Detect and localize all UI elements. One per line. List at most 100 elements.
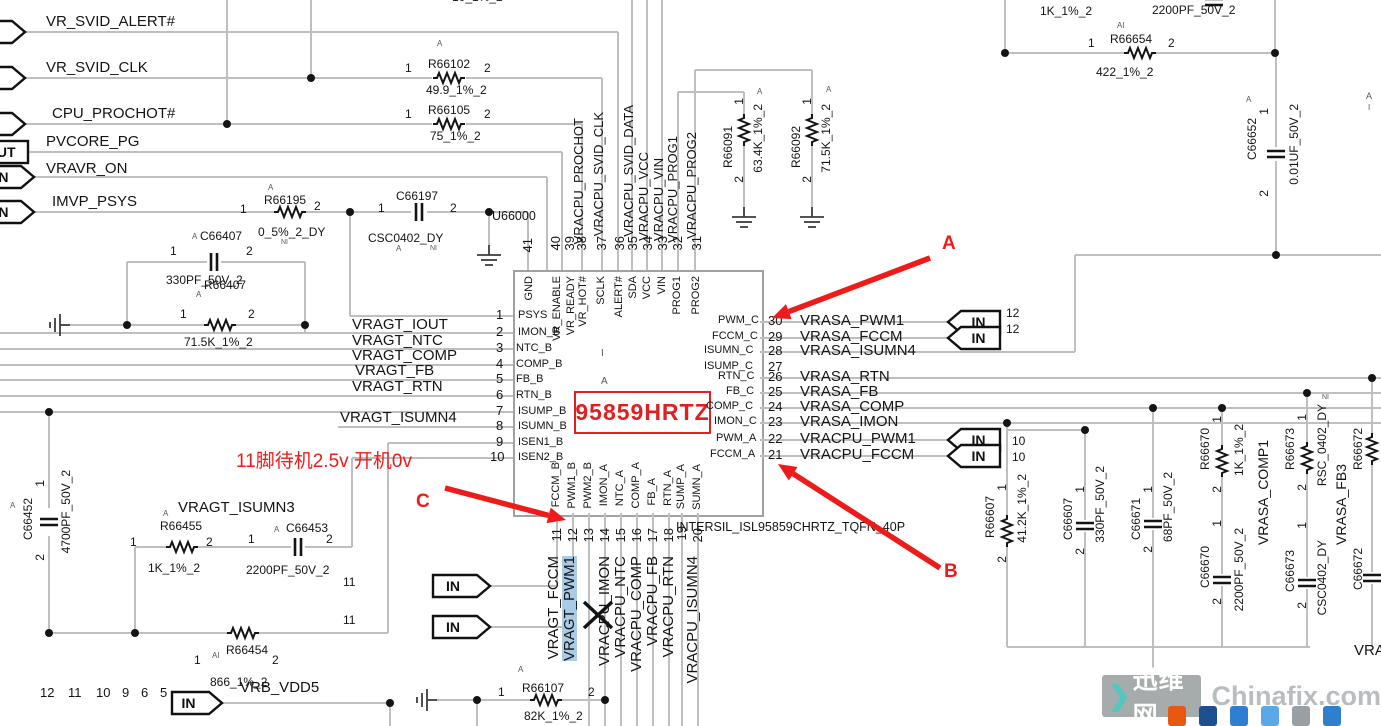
wire (646, 0, 648, 270)
schematic-label: VRASA_IMON (800, 413, 899, 430)
schematic-label: R66407 (204, 278, 247, 292)
schematic-label: 30 (768, 313, 783, 328)
junction-dot (1368, 374, 1376, 382)
wire (760, 455, 948, 457)
wire (70, 324, 205, 326)
schematic-label: VRASA_PWM1 (800, 312, 905, 329)
port-label: IN (971, 448, 986, 464)
wire (488, 215, 490, 245)
schematic-label: 17 (645, 528, 660, 543)
schematic-label: IMON_A (598, 464, 610, 507)
schematic-label: 2 (314, 199, 321, 213)
wire (1306, 589, 1308, 647)
watermark: ❯ 迅维网 Chinafix.com (1102, 666, 1381, 726)
resistor-symbol (1299, 442, 1315, 474)
schematic-label: 2 (1168, 36, 1175, 50)
wire (620, 513, 622, 726)
wire (681, 513, 683, 726)
schematic-label: RTN_C (718, 370, 755, 382)
schematic-label: 40 (548, 236, 563, 251)
schematic-label: VCC (641, 276, 653, 300)
schematic-label: VRAGT_FCCM (545, 556, 562, 660)
wire (1371, 463, 1373, 572)
social-icon (1230, 706, 1248, 726)
wire (760, 321, 948, 323)
resistor-symbol (433, 116, 465, 132)
schematic-label: 2200PF_50V_2 (1152, 3, 1236, 17)
schematic-label: R66455 (160, 519, 203, 533)
schematic-label: VR_READY (565, 276, 577, 336)
wire (1152, 408, 1154, 518)
schematic-label: CSC0402_DY (368, 231, 444, 245)
schematic-label: 2 (1210, 486, 1224, 493)
junction-dot (131, 629, 139, 637)
schematic-label: 2 (272, 653, 279, 667)
wire (352, 457, 513, 459)
schematic-label: VRACPU_PWM1 (800, 430, 916, 447)
schematic-label: C66407 (200, 229, 243, 243)
wire (678, 91, 744, 93)
schematic-label: SCLK (595, 276, 607, 305)
junction-dot (1003, 419, 1011, 427)
schematic-label: 6 (141, 685, 149, 700)
schematic-label: VRAGT_IOUT (352, 316, 448, 333)
chip-part-number: 95859HRTZ (575, 399, 710, 425)
wire (1275, 53, 1277, 147)
wire (652, 513, 654, 726)
social-icon (1323, 706, 1341, 726)
wire (349, 212, 351, 316)
schematic-label: VRACPU_RTN (660, 556, 677, 658)
schematic-label: A (163, 509, 169, 518)
wire (811, 70, 813, 115)
wire (387, 443, 389, 633)
resistor-symbol (1124, 45, 1156, 61)
schematic-label: 2 (33, 554, 47, 561)
schematic-label: 2 (1141, 546, 1155, 553)
resistor-symbol (999, 515, 1015, 547)
schematic-label: VRACPU_VCC (636, 152, 651, 241)
resistor-symbol (433, 70, 465, 86)
schematic-label: 1 (1141, 486, 1155, 493)
schematic-label: 19 (674, 526, 689, 541)
wire (1004, 0, 1006, 53)
schematic-label: FCCM_C (712, 330, 758, 342)
wire (1274, 0, 1276, 53)
wire (811, 145, 813, 207)
schematic-label: C66670 (1198, 546, 1212, 589)
wire (0, 395, 513, 397)
wire (694, 70, 696, 270)
wire (1084, 430, 1086, 520)
schematic-label: 2 (326, 532, 333, 546)
schematic-label: 23 (768, 414, 783, 429)
schematic-label: VRASA_COMP1 (1255, 440, 1271, 546)
schematic-label: VRACPU_ISUMN4 (684, 556, 701, 684)
schematic-label: FB_C (726, 385, 755, 397)
resistor-symbol (204, 317, 236, 333)
wire (661, 0, 663, 270)
wire (1306, 393, 1308, 444)
schematic-label: VR_ENABLE (551, 276, 563, 341)
schematic-label: 12 (40, 685, 55, 700)
wire (1006, 423, 1008, 517)
schematic-label: 2 (1295, 484, 1309, 491)
schematic-label: ALERT# (613, 276, 625, 318)
in-port (0, 111, 27, 137)
wire (0, 348, 513, 350)
schematic-label: C66652 (1245, 118, 1259, 161)
schematic-label: 10 (1012, 450, 1026, 464)
schematic-label: 2 (1210, 598, 1224, 605)
chevron-icon: ❯ (1108, 680, 1131, 711)
schematic-label: A (826, 85, 832, 94)
schematic-label: 1 (995, 484, 1009, 491)
schematic-label: ISEN2_B (518, 451, 564, 463)
schematic-label: NTC_B (516, 342, 553, 354)
schematic-label: 2 (588, 685, 595, 699)
schematic-label: C66673 (1283, 550, 1297, 593)
port-label: IN (0, 204, 9, 220)
wire (1221, 586, 1223, 647)
schematic-label: C66672 (1351, 548, 1365, 591)
schematic-label: R66195 (264, 193, 307, 207)
wire (1152, 530, 1154, 647)
schematic-label: VRACPU_VIN (651, 158, 666, 242)
